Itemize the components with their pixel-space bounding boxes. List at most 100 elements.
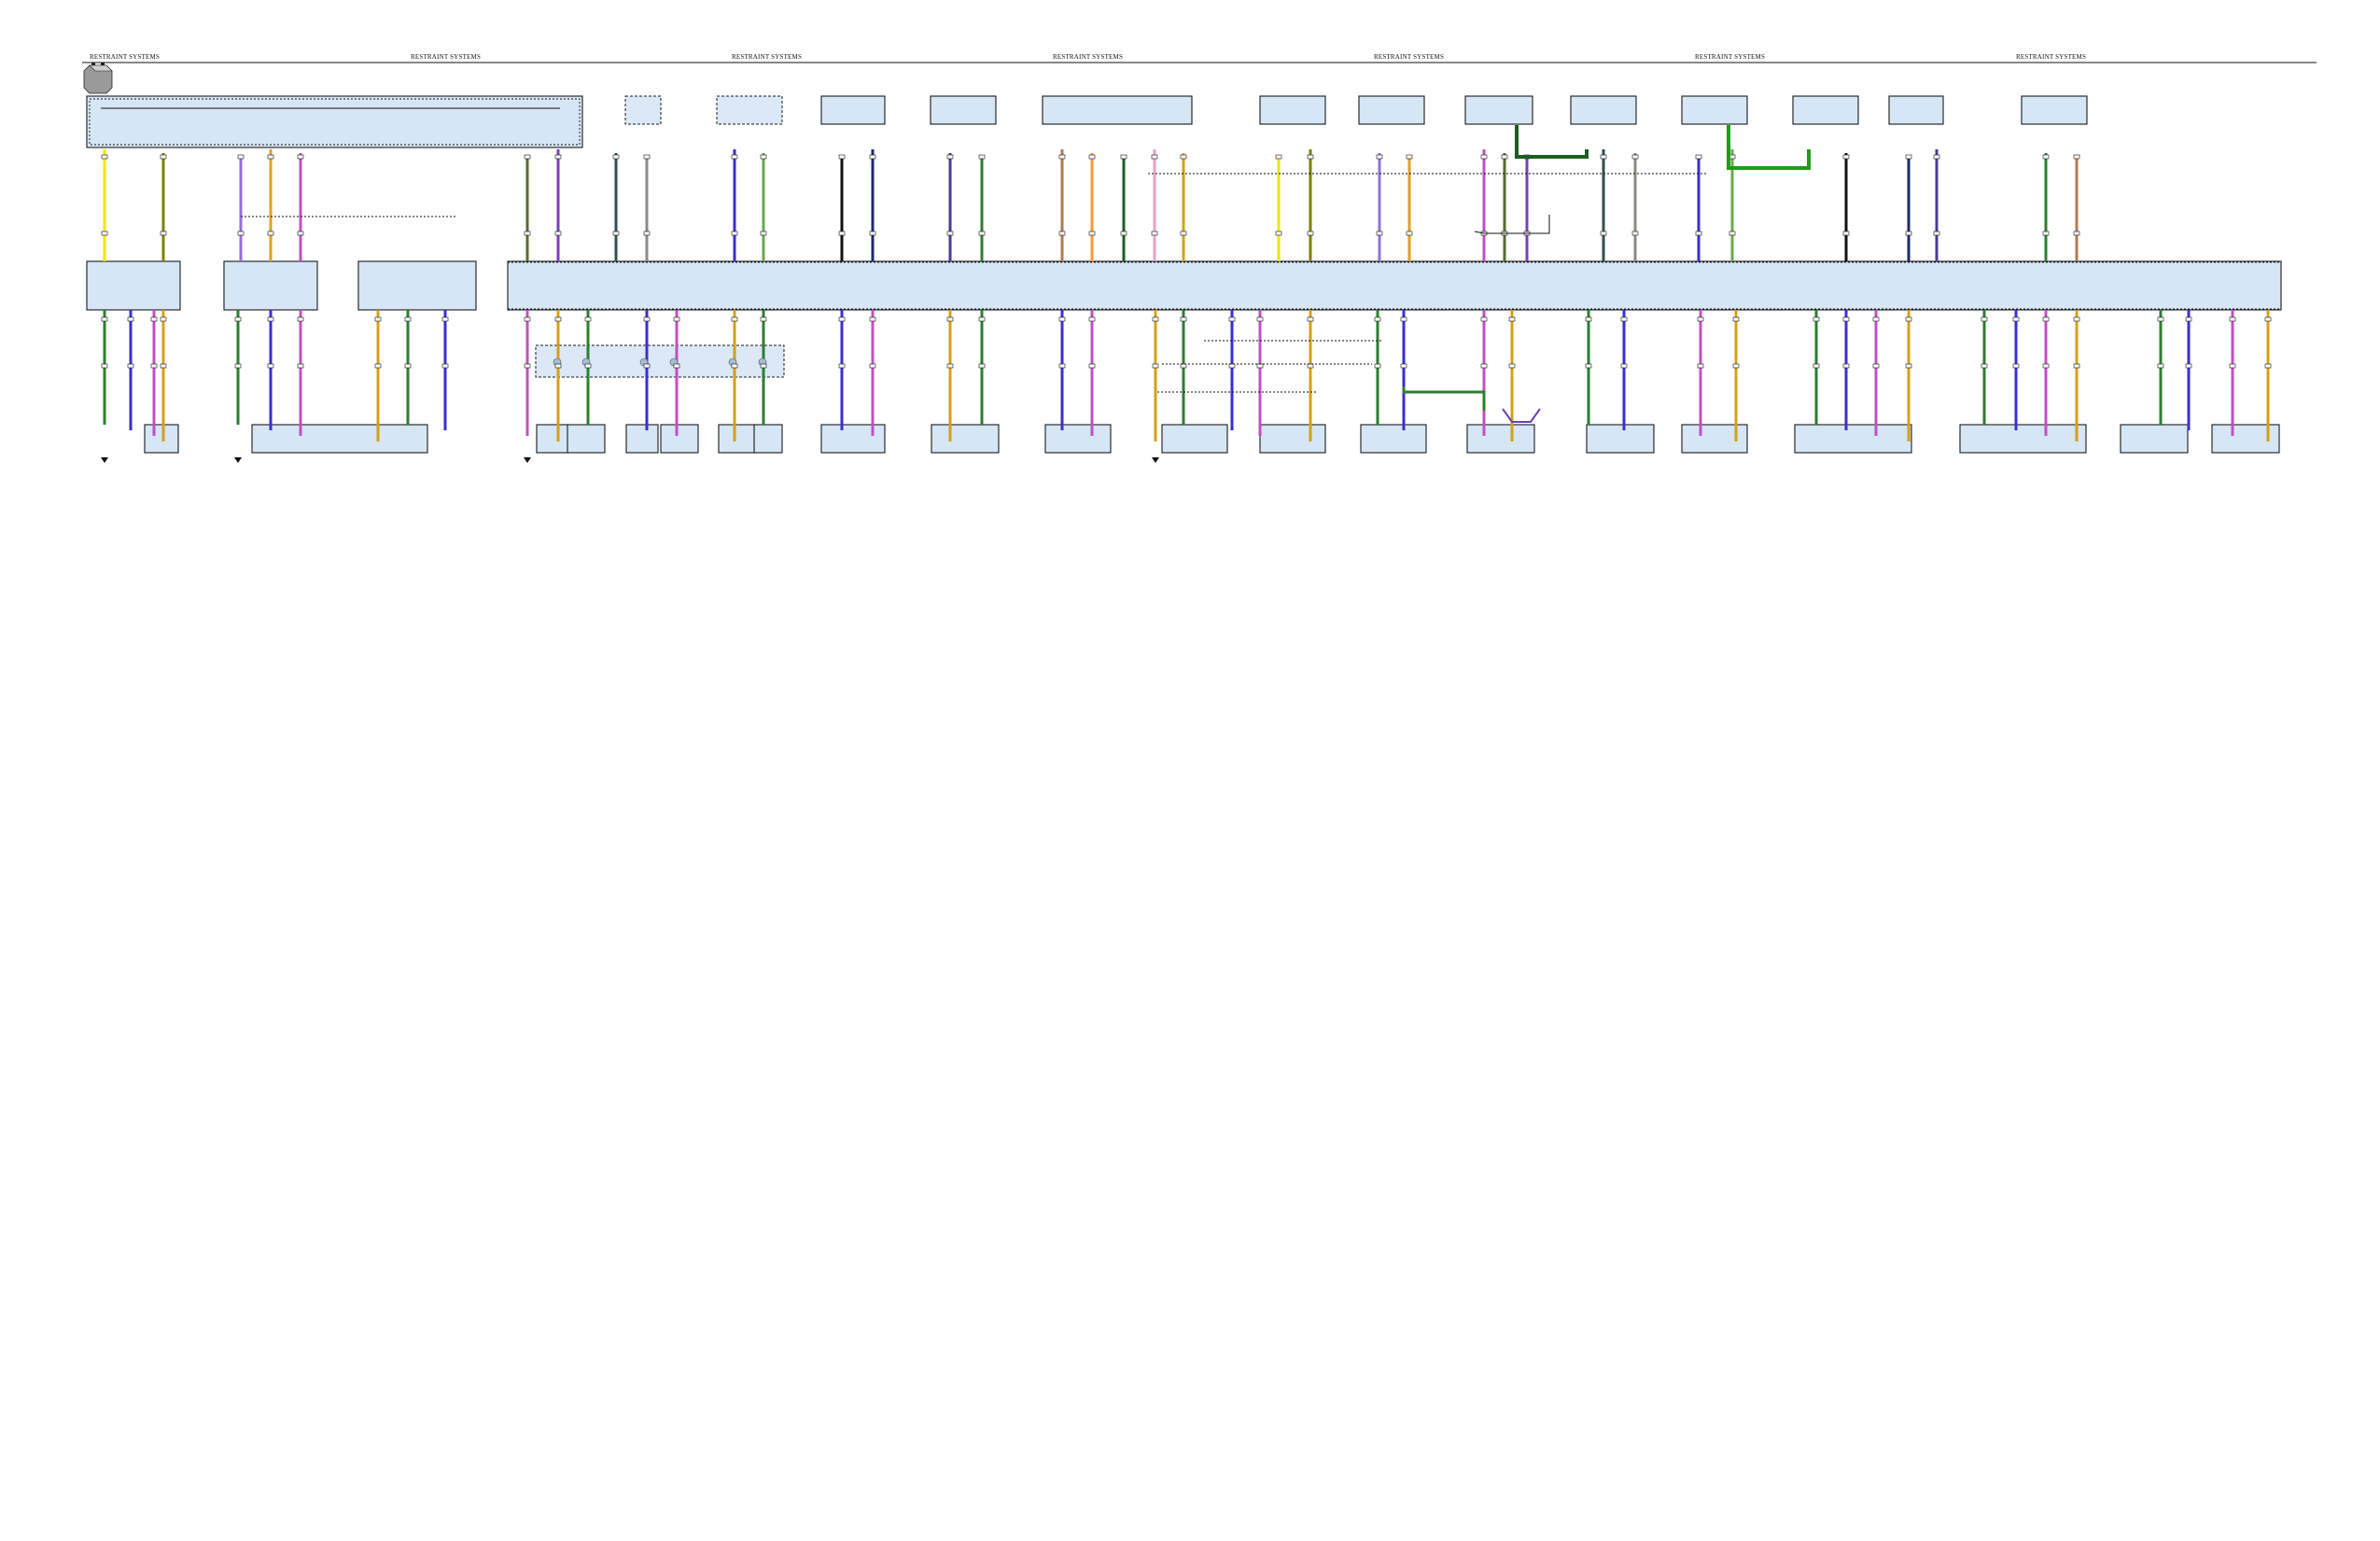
terminal-v12 xyxy=(869,231,876,236)
component-upper-7 xyxy=(1358,95,1425,125)
terminal-l46 xyxy=(2229,316,2236,322)
terminal-m44 xyxy=(2157,363,2164,369)
lower-component-15 xyxy=(1586,424,1655,454)
terminal-l40 xyxy=(1981,316,1988,322)
terminal-v7 xyxy=(612,231,620,236)
component-upper-2 xyxy=(716,95,783,125)
terminal-u22 xyxy=(1376,154,1383,160)
terminal-l36 xyxy=(1813,316,1820,322)
terminal-u32 xyxy=(1905,154,1912,160)
terminal-v9 xyxy=(731,231,738,236)
terminal-u9 xyxy=(731,154,738,160)
lower-component-18 xyxy=(1959,424,2087,454)
terminal-v13 xyxy=(946,231,954,236)
terminal-m37 xyxy=(1842,363,1850,369)
ground-icon xyxy=(524,457,531,463)
terminal-m32 xyxy=(1585,363,1592,369)
component-upper-5 xyxy=(1042,95,1193,125)
terminal-m13 xyxy=(643,363,651,369)
terminal-l45 xyxy=(2185,316,2192,322)
terminal-v10 xyxy=(760,231,767,236)
lower-component-14 xyxy=(1466,424,1535,454)
terminal-l26 xyxy=(1256,316,1264,322)
terminal-l5 xyxy=(267,316,274,322)
terminal-v17 xyxy=(1120,231,1127,236)
terminal-u1 xyxy=(160,154,167,160)
restraint-control-module xyxy=(507,260,2282,311)
terminal-m20 xyxy=(978,363,986,369)
terminal-v19 xyxy=(1180,231,1187,236)
terminal-m47 xyxy=(2264,363,2272,369)
terminal-l33 xyxy=(1620,316,1628,322)
sheet-header: RESTRAINT SYSTEMS RESTRAINT SYSTEMS REST… xyxy=(82,53,2317,63)
terminal-l43 xyxy=(2073,316,2080,322)
terminal-m29 xyxy=(1400,363,1407,369)
connector-shield-box xyxy=(535,344,785,378)
terminal-u34 xyxy=(2042,154,2050,160)
terminal-v16 xyxy=(1088,231,1096,236)
terminal-m2 xyxy=(150,363,158,369)
terminal-l11 xyxy=(554,316,562,322)
terminal-u14 xyxy=(978,154,986,160)
terminal-m11 xyxy=(554,363,562,369)
module-left-3 xyxy=(357,260,477,311)
terminal-m18 xyxy=(869,363,876,369)
terminal-m7 xyxy=(374,363,382,369)
lower-component-2 xyxy=(536,424,569,454)
terminal-l38 xyxy=(1872,316,1880,322)
terminal-l10 xyxy=(524,316,531,322)
terminal-m33 xyxy=(1620,363,1628,369)
terminal-m1 xyxy=(127,363,134,369)
terminal-m28 xyxy=(1374,363,1381,369)
terminal-v14 xyxy=(978,231,986,236)
lower-component-17 xyxy=(1794,424,1912,454)
ground-icon xyxy=(101,457,108,463)
terminal-l1 xyxy=(127,316,134,322)
terminal-u21 xyxy=(1307,154,1314,160)
terminal-u25 xyxy=(1501,154,1508,160)
terminal-u10 xyxy=(760,154,767,160)
terminal-m19 xyxy=(946,363,954,369)
terminal-l34 xyxy=(1697,316,1704,322)
terminal-v33 xyxy=(1933,231,1940,236)
terminal-m25 xyxy=(1228,363,1236,369)
component-upper-13 xyxy=(2021,95,2088,125)
junction-block-inner-outline xyxy=(89,98,581,146)
ground-icon xyxy=(234,457,242,463)
terminal-l24 xyxy=(1180,316,1187,322)
lower-component-4 xyxy=(625,424,659,454)
terminal-u8 xyxy=(643,154,651,160)
cross-links xyxy=(241,125,1811,423)
header-title-2: RESTRAINT SYSTEMS xyxy=(411,53,481,61)
terminal-m26 xyxy=(1256,363,1264,369)
terminal-m43 xyxy=(2073,363,2080,369)
terminal-m39 xyxy=(1905,363,1912,369)
terminal-u28 xyxy=(1631,154,1639,160)
header-title-5: RESTRAINT SYSTEMS xyxy=(1374,53,1444,61)
lower-component-6 xyxy=(718,424,757,454)
terminal-u18 xyxy=(1151,154,1158,160)
terminal-l47 xyxy=(2264,316,2272,322)
terminal-v18 xyxy=(1151,231,1158,236)
terminal-u13 xyxy=(946,154,954,160)
module-left-1 xyxy=(86,260,181,311)
terminal-m6 xyxy=(297,363,304,369)
terminal-v31 xyxy=(1842,231,1850,236)
lower-component-3 xyxy=(567,424,606,454)
terminal-v23 xyxy=(1406,231,1413,236)
terminal-m34 xyxy=(1697,363,1704,369)
terminal-v1 xyxy=(160,231,167,236)
terminal-m17 xyxy=(838,363,846,369)
terminal-l25 xyxy=(1228,316,1236,322)
terminal-v28 xyxy=(1631,231,1639,236)
junction-block-top xyxy=(86,95,583,148)
header-title-6: RESTRAINT SYSTEMS xyxy=(1695,53,1765,61)
terminal-u31 xyxy=(1842,154,1850,160)
terminal-l44 xyxy=(2157,316,2164,322)
terminal-v2 xyxy=(237,231,245,236)
terminal-v5 xyxy=(524,231,531,236)
terminal-m8 xyxy=(404,363,412,369)
terminal-l29 xyxy=(1400,316,1407,322)
lower-component-19 xyxy=(2120,424,2189,454)
terminal-u3 xyxy=(267,154,274,160)
